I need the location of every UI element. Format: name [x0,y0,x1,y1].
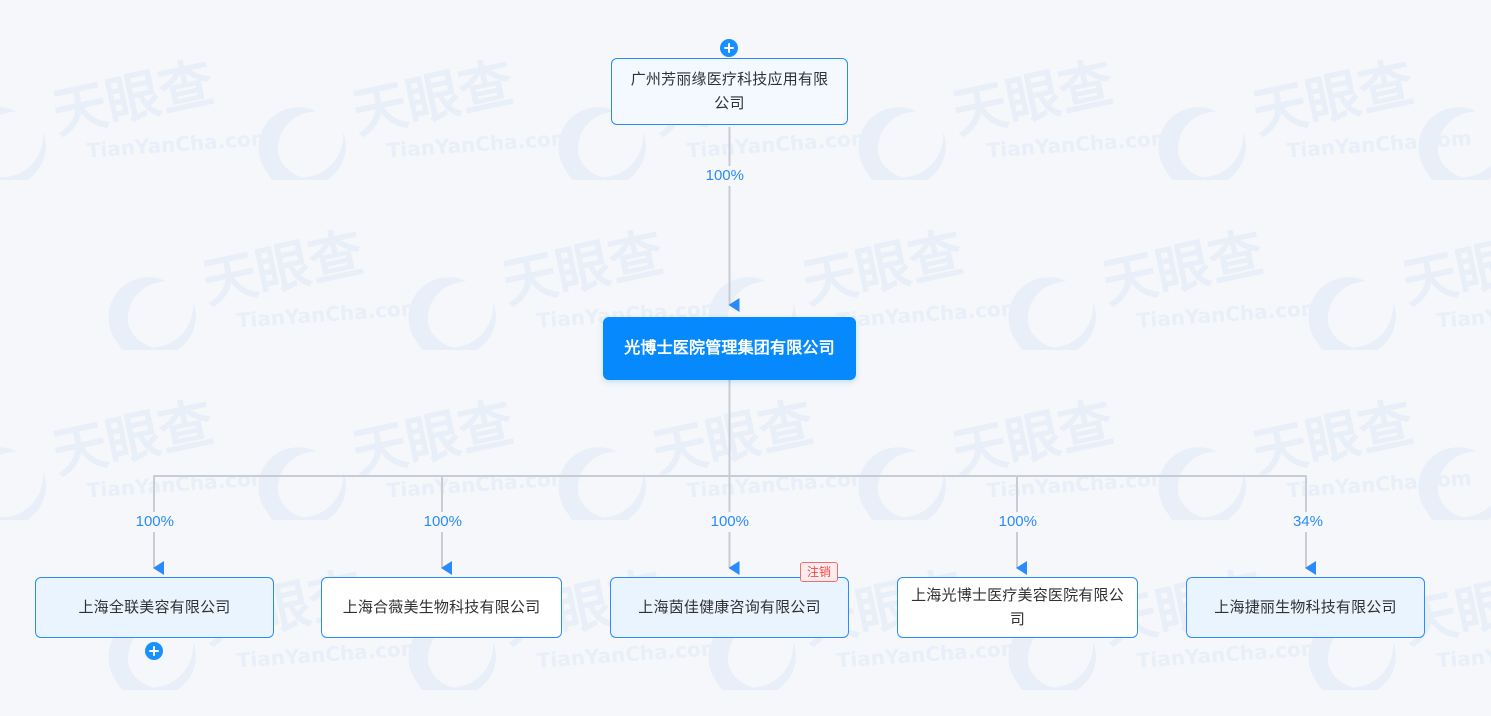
svg-text:TianYanCha.com: TianYanCha.com [836,296,1022,333]
svg-text:天眼查: 天眼查 [947,400,1119,486]
svg-text:TianYanCha.com: TianYanCha.com [986,126,1172,163]
svg-text:TianYanCha.com: TianYanCha.com [686,126,872,163]
svg-text:TianYanCha.com: TianYanCha.com [1136,636,1322,673]
svg-text:天眼查: 天眼查 [347,400,519,486]
svg-text:TianYanCha.com: TianYanCha.com [86,466,272,503]
edge-label-parent-to-center: 100% [701,166,748,186]
svg-text:TianYanCha.com: TianYanCha.com [86,126,272,163]
svg-text:TianYanCha.com: TianYanCha.com [686,466,872,503]
svg-text:天眼查: 天眼查 [647,400,819,486]
parent-company-label: 广州芳丽缘医疗科技应用有限公司 [630,70,829,112]
center-company-label: 光博士医院管理集团有限公司 [624,339,835,357]
svg-text:天眼查: 天眼查 [497,230,669,316]
svg-text:TianYanCha.com: TianYanCha.com [1286,126,1472,163]
svg-text:TianYanCha.com: TianYanCha.com [1286,466,1472,503]
subsidiary-label-3: 上海光博士医疗美容医院有限公司 [911,586,1124,628]
svg-text:TianYanCha.com: TianYanCha.com [236,296,422,333]
svg-text:天眼查: 天眼查 [1097,230,1269,316]
svg-text:TianYanCha.com: TianYanCha.com [1436,636,1491,673]
svg-text:TianYanCha.com: TianYanCha.com [536,636,722,673]
svg-text:天眼查: 天眼查 [797,230,969,316]
subsidiary-node-4[interactable]: 上海捷丽生物科技有限公司 [1186,577,1425,638]
edge-label-subsidiary-2: 100% [706,512,753,532]
svg-text:天眼查: 天眼查 [47,60,219,146]
svg-text:TianYanCha.com: TianYanCha.com [236,636,422,673]
svg-text:TianYanCha.com: TianYanCha.com [386,126,572,163]
subsidiary-label-2: 上海茵佳健康咨询有限公司 [638,598,821,616]
edge-label-subsidiary-4: 34% [1288,512,1327,532]
subsidiary-node-3[interactable]: 上海光博士医疗美容医院有限公司 [897,577,1138,638]
edge-label-subsidiary-0: 100% [131,512,178,532]
svg-text:TianYanCha.com: TianYanCha.com [986,466,1172,503]
svg-text:TianYanCha.com: TianYanCha.com [836,636,1022,673]
svg-text:TianYanCha.com: TianYanCha.com [1136,296,1322,333]
svg-text:天眼查: 天眼查 [1397,230,1491,316]
subsidiary-node-0[interactable]: 上海全联美容有限公司 [35,577,274,638]
edge-label-subsidiary-3: 100% [994,512,1041,532]
parent-company-node[interactable]: 广州芳丽缘医疗科技应用有限公司 [611,58,848,125]
svg-text:TianYanCha.com: TianYanCha.com [386,466,572,503]
subsidiary-node-2[interactable]: 上海茵佳健康咨询有限公司 [610,577,849,638]
edge-label-subsidiary-1: 100% [419,512,466,532]
expand-parent-plus-icon[interactable] [720,39,738,57]
center-company-node[interactable]: 光博士医院管理集团有限公司 [603,317,856,380]
svg-text:TianYanCha.com: TianYanCha.com [1436,296,1491,333]
subsidiary-label-0: 上海全联美容有限公司 [78,598,231,616]
svg-text:天眼查: 天眼查 [197,230,369,316]
svg-text:天眼查: 天眼查 [347,60,519,146]
subsidiary-node-1[interactable]: 上海合薇美生物科技有限公司 [321,577,562,638]
expand-subsidiary-0-plus-icon[interactable] [145,642,163,660]
status-badge-cancelled: 注销 [800,562,839,582]
subsidiary-label-1: 上海合薇美生物科技有限公司 [342,598,541,616]
svg-text:天眼查: 天眼查 [1247,400,1419,486]
subsidiary-label-4: 上海捷丽生物科技有限公司 [1214,598,1397,616]
svg-text:天眼查: 天眼查 [1247,60,1419,146]
svg-text:天眼查: 天眼查 [947,60,1119,146]
svg-text:天眼查: 天眼查 [47,400,219,486]
